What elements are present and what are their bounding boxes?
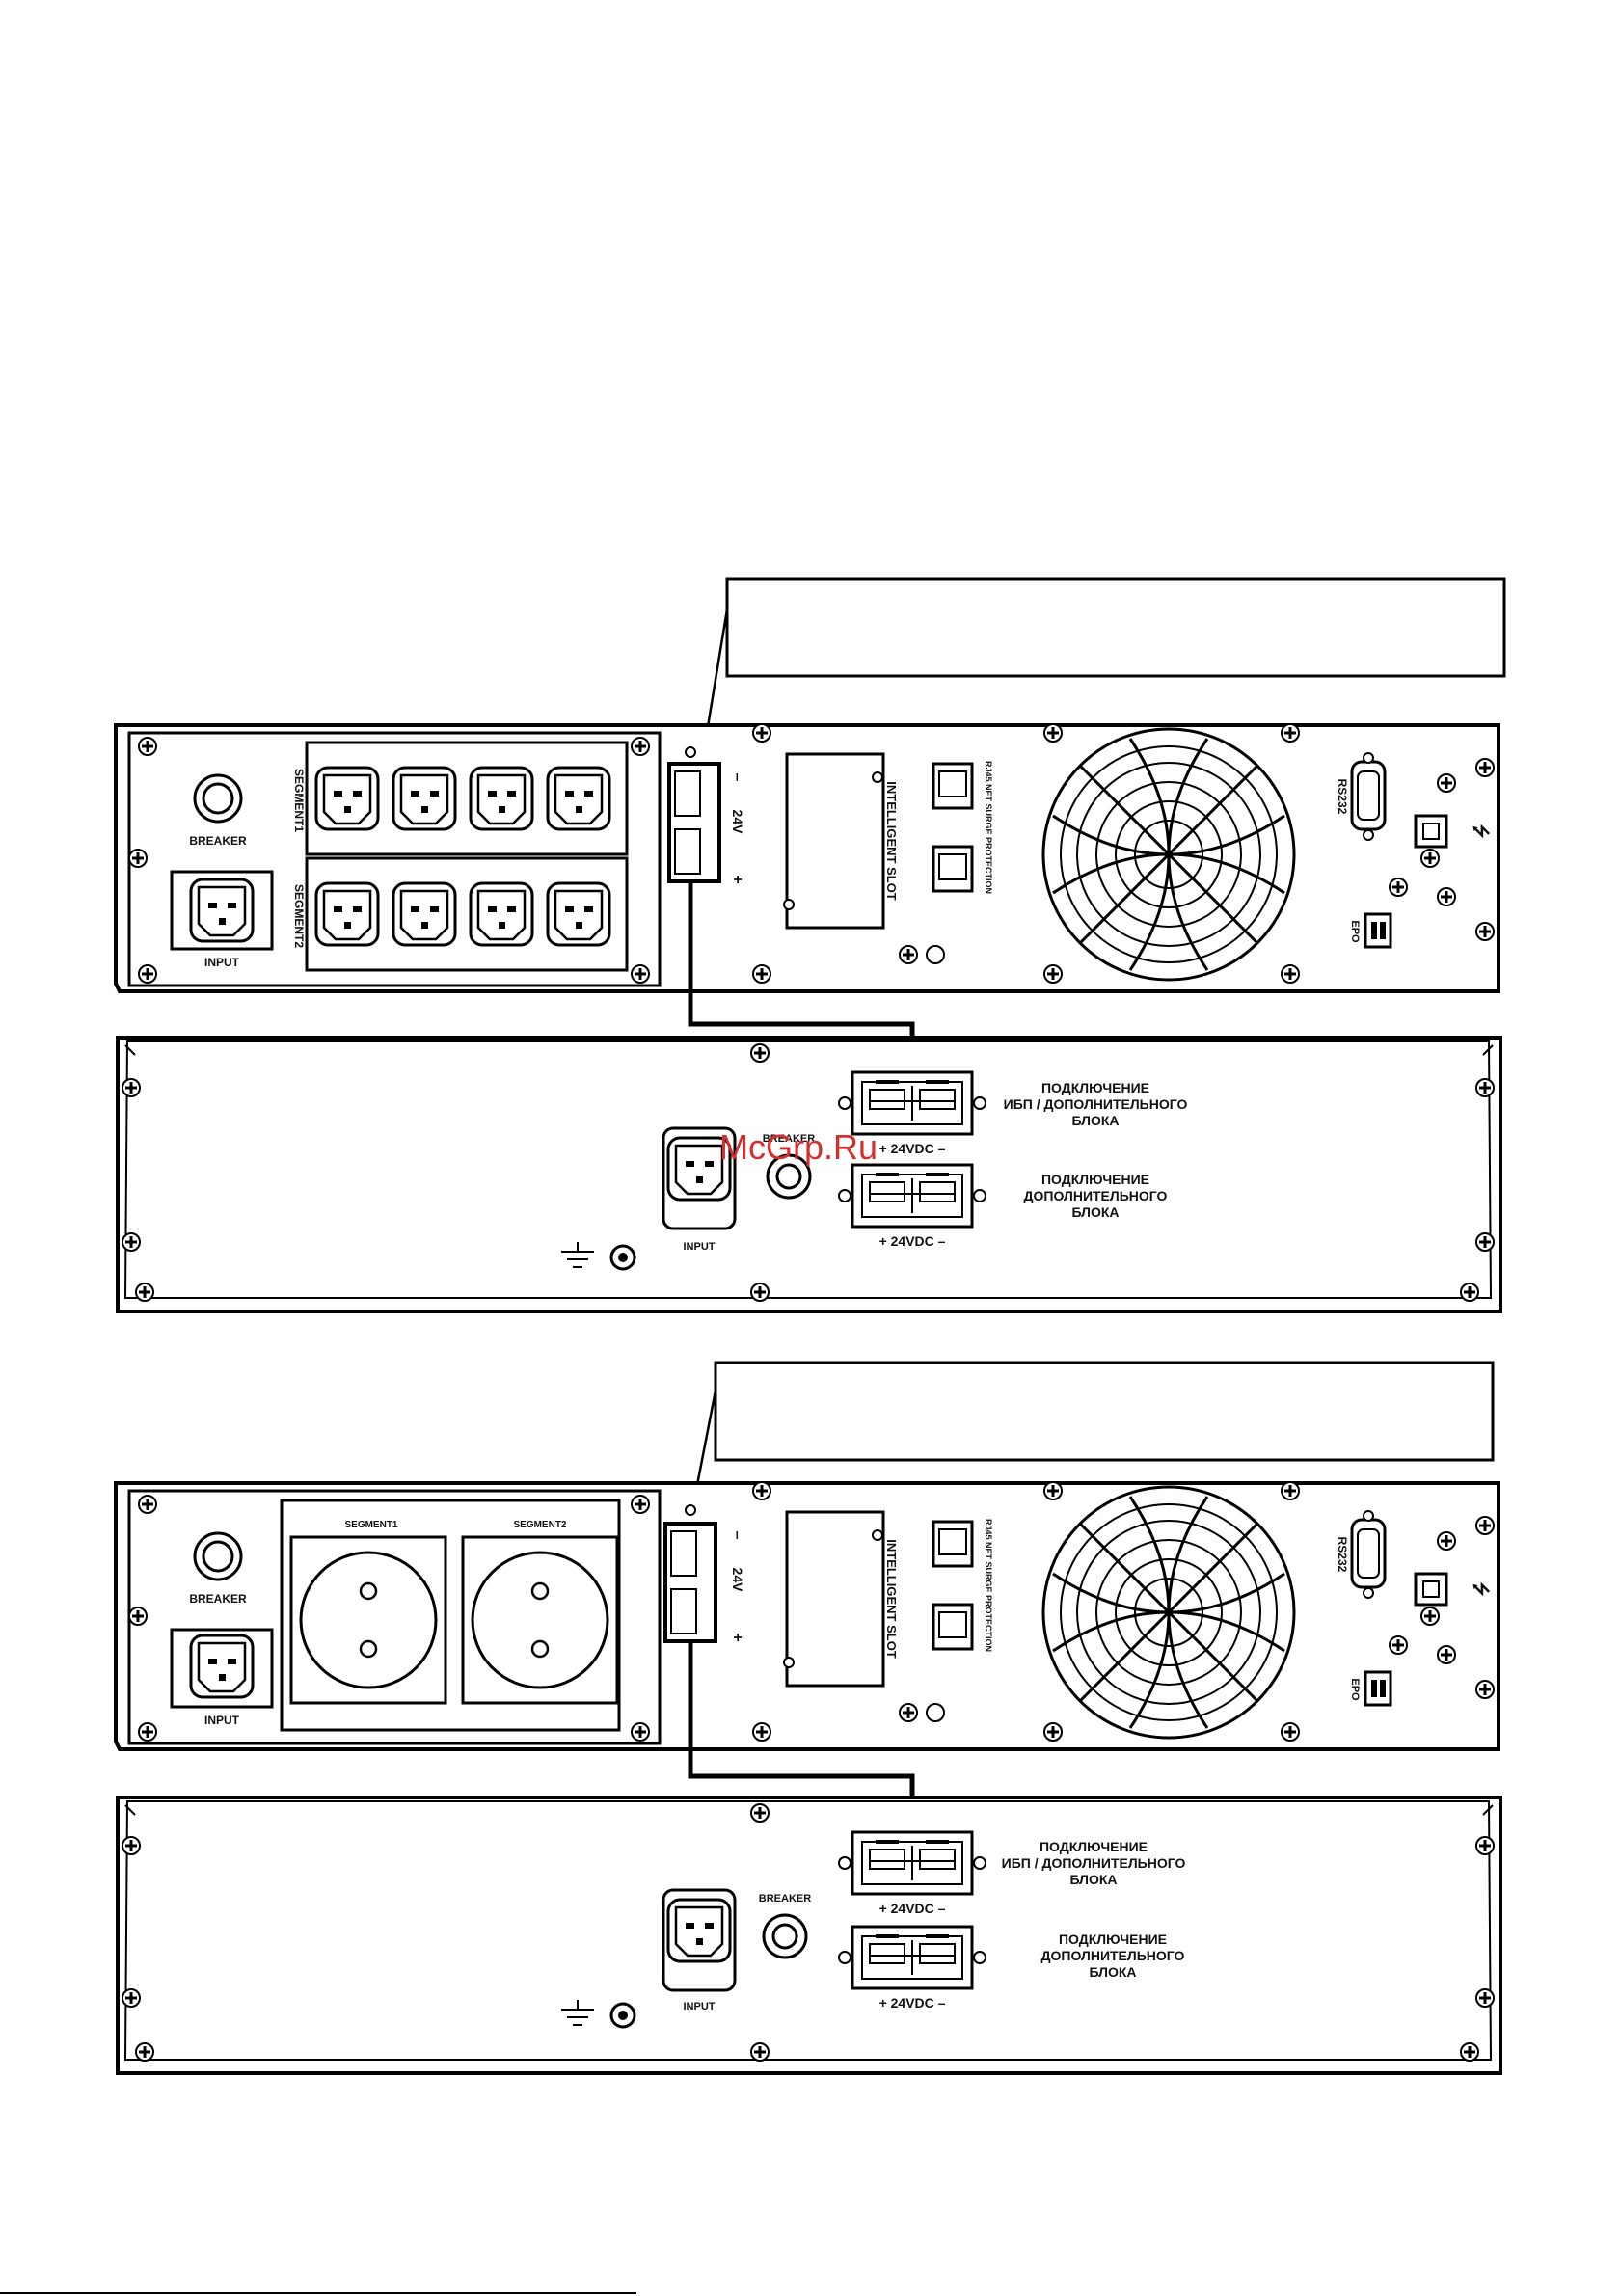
port1-caption-line2: ИБП / ДОПОЛНИТЕЛЬНОГО xyxy=(1004,1096,1188,1112)
port2-caption-line2: ДОПОЛНИТЕЛЬНОГО xyxy=(1024,1188,1168,1203)
segment1-label: SEGMENT1 xyxy=(344,1520,397,1530)
rs232-label: RS232 xyxy=(1336,779,1349,815)
ups-24v-label: 24V xyxy=(730,810,745,835)
battery-pack: INPUT BREAKER + 24VDC – ПОДКЛЮЧЕНИЕ ИБП … xyxy=(116,1796,1502,2075)
ups-24v-label: 24V xyxy=(730,1568,745,1593)
intelligent-slot-label: INTELLIGENT SLOT xyxy=(884,781,899,901)
rs232-label: RS232 xyxy=(1336,1537,1349,1573)
battery-breaker-label: BREAKER xyxy=(763,1133,815,1145)
battery-pack: INPUT BREAKER + 24VDC – ПОДКЛЮЧЕНИЕ ИБП … xyxy=(116,1036,1502,1313)
port2-caption-line3: БЛОКА xyxy=(1071,1204,1119,1220)
ups-rear-panel: BREAKER INPUT SEGMENT1 SEGMENT2 – 24V + xyxy=(114,722,1500,993)
battery-breaker-label: BREAKER xyxy=(759,1893,811,1904)
ups-minus-label: – xyxy=(729,1531,745,1540)
ups-breaker-label: BREAKER xyxy=(189,834,247,848)
segment2-label: SEGMENT2 xyxy=(513,1520,566,1530)
ground-symbol xyxy=(561,2000,636,2029)
rj45-label: RJ45 NET SURGE PROTECTION xyxy=(984,761,993,894)
port2-caption-line2: ДОПОЛНИТЕЛЬНОГО xyxy=(1041,1948,1185,1963)
ups-input-label: INPUT xyxy=(204,1714,240,1727)
port2-caption-line1: ПОДКЛЮЧЕНИЕ xyxy=(1059,1931,1167,1947)
epo-label: EPO xyxy=(1349,920,1361,943)
battery-input-label: INPUT xyxy=(684,2001,716,2012)
port2-caption-line3: БЛОКА xyxy=(1089,1964,1136,1980)
port1-voltage-label: + 24VDC – xyxy=(879,1141,946,1156)
rj45-label: RJ45 NET SURGE PROTECTION xyxy=(984,1519,993,1652)
port1-caption-line1: ПОДКЛЮЧЕНИЕ xyxy=(1040,1839,1148,1854)
port2-voltage-label: + 24VDC – xyxy=(879,1995,946,2011)
annotation-box xyxy=(714,1361,1495,1462)
epo-label: EPO xyxy=(1349,1678,1361,1701)
annotation-box xyxy=(725,577,1506,678)
usb-icon: ⭍ xyxy=(1472,1582,1491,1597)
ups-rear-panel: BREAKER INPUT SEGMENT1 SEGMENT2 – 24V + xyxy=(114,1480,1500,1751)
ups-breaker-label: BREAKER xyxy=(189,1592,247,1606)
port2-voltage-label: + 24VDC – xyxy=(879,1233,946,1249)
diagram-2: BREAKER INPUT SEGMENT1 SEGMENT2 – 24V + xyxy=(114,1361,1502,2075)
usb-icon: ⭍ xyxy=(1472,824,1491,839)
ground-symbol xyxy=(561,1242,636,1271)
port1-caption-line2: ИБП / ДОПОЛНИТЕЛЬНОГО xyxy=(1002,1855,1186,1871)
ups-minus-label: – xyxy=(729,773,745,782)
watermark: McGrp.Ru xyxy=(719,1127,878,1167)
diagram-1: BREAKER INPUT SEGMENT1 SEGMENT2 – 24V + xyxy=(114,577,1506,1313)
port2-caption-line1: ПОДКЛЮЧЕНИЕ xyxy=(1041,1172,1149,1187)
segment1-label: SEGMENT1 xyxy=(292,769,306,832)
ups-plus-label: + xyxy=(729,1633,745,1641)
ups-input-label: INPUT xyxy=(204,956,240,969)
port1-voltage-label: + 24VDC – xyxy=(879,1901,946,1916)
segment2-label: SEGMENT2 xyxy=(292,884,306,948)
ups-plus-label: + xyxy=(729,875,745,883)
port1-caption-line3: БЛОКА xyxy=(1069,1872,1117,1887)
port1-caption-line3: БЛОКА xyxy=(1071,1113,1119,1128)
battery-input-label: INPUT xyxy=(684,1241,716,1253)
port1-caption-line1: ПОДКЛЮЧЕНИЕ xyxy=(1041,1080,1149,1095)
intelligent-slot-label: INTELLIGENT SLOT xyxy=(884,1539,899,1659)
